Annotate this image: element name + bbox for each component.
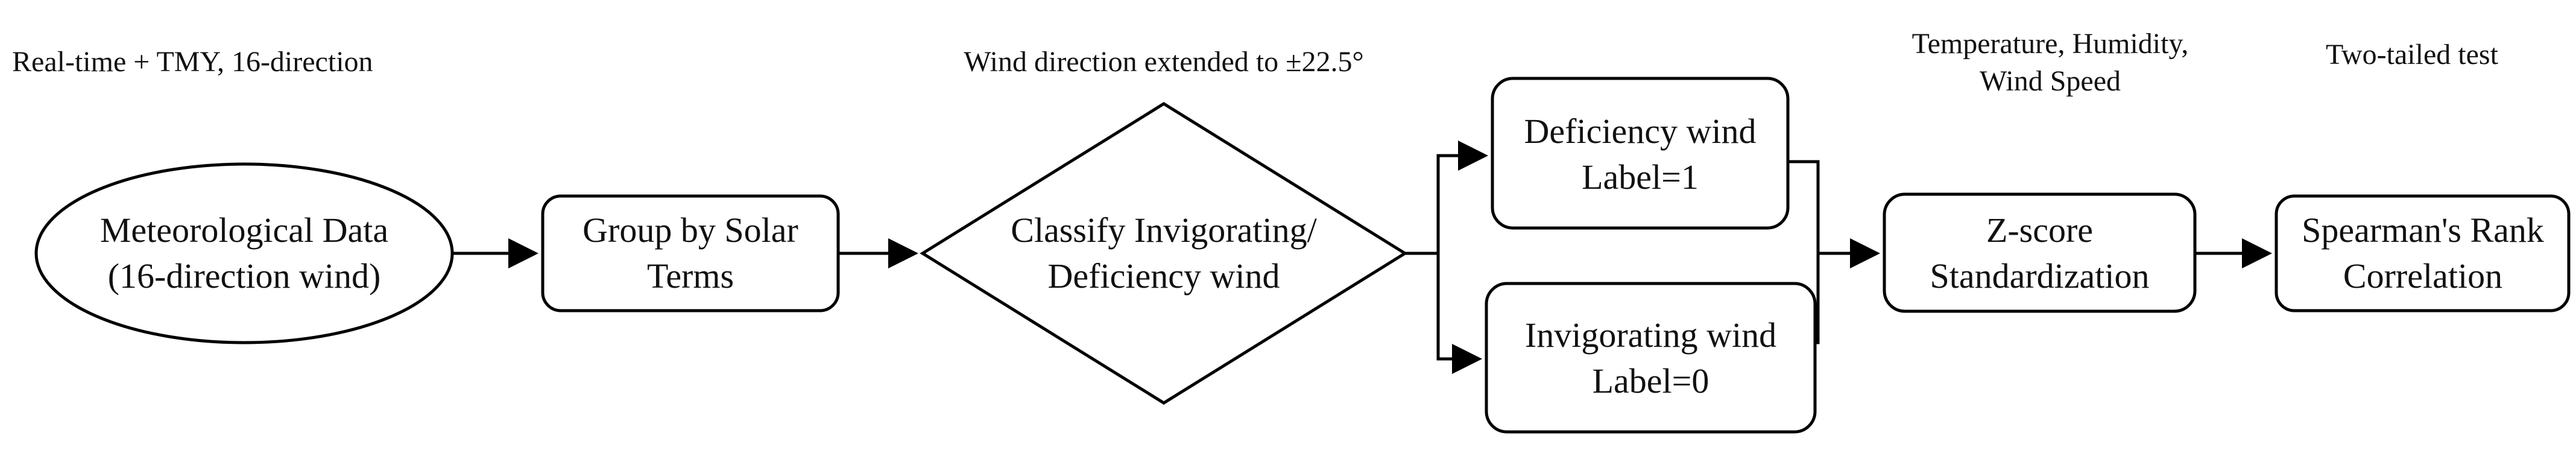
invigorating-wind-line1: Invigorating wind (1524, 315, 1777, 355)
group-by-solar-terms-line2: Terms (646, 256, 734, 296)
classify-wind-line2: Deficiency wind (1047, 256, 1280, 296)
deficiency-wind-line1: Deficiency wind (1524, 112, 1757, 151)
deficiency-wind-line2: Label=1 (1582, 157, 1699, 197)
spearman-correlation-label: Spearman's Rank Correlation (2272, 207, 2574, 299)
meteorological-data-line2: (16-direction wind) (107, 256, 381, 296)
classify-wind-label: Classify Invigorating/ Deficiency wind (941, 207, 1387, 299)
invigorating-wind-line2: Label=0 (1592, 361, 1709, 401)
spearman-line2: Correlation (2343, 256, 2503, 296)
classify-wind-decision-node (920, 102, 1408, 405)
meteorological-annotation: Real-time + TMY, 16-direction (12, 46, 373, 78)
connector-invigorating-to-zscore (1815, 253, 1820, 344)
invigorating-wind-node (1485, 282, 1817, 434)
deficiency-wind-label: Deficiency wind Label=1 (1492, 109, 1788, 200)
spearman-annotation: Two-tailed test (2326, 39, 2498, 71)
classify-annotation: Wind direction extended to ±22.5° (964, 46, 1364, 78)
zscore-annotation-line1: Temperature, Humidity, (1911, 28, 2189, 60)
arrow-classify-to-deficiency (1405, 141, 1488, 255)
group-by-solar-terms-label: Group by Solar Terms (543, 207, 838, 299)
z-score-line1: Z-score (1986, 211, 2094, 250)
group-by-solar-terms-line1: Group by Solar (582, 211, 798, 250)
zscore-annotation-line2: Wind Speed (1979, 65, 2121, 97)
classify-wind-line1: Classify Invigorating/ (1011, 211, 1317, 250)
spearman-line1: Spearman's Rank (2302, 211, 2544, 250)
z-score-line2: Standardization (1930, 256, 2150, 296)
meteorological-data-label: Meteorological Data (16-direction wind) (54, 207, 434, 299)
invigorating-wind-label: Invigorating wind Label=0 (1486, 312, 1815, 404)
arrow-classify-to-invigorating (1436, 253, 1482, 374)
zscore-annotation: Temperature, Humidity, Wind Speed (1821, 25, 2279, 100)
connector-deficiency-to-zscore (1788, 160, 1820, 253)
deficiency-wind-node (1491, 77, 1790, 230)
spearman-correlation-node (2275, 194, 2571, 312)
meteorological-data-line1: Meteorological Data (99, 211, 389, 250)
z-score-standardization-label: Z-score Standardization (1884, 207, 2195, 299)
